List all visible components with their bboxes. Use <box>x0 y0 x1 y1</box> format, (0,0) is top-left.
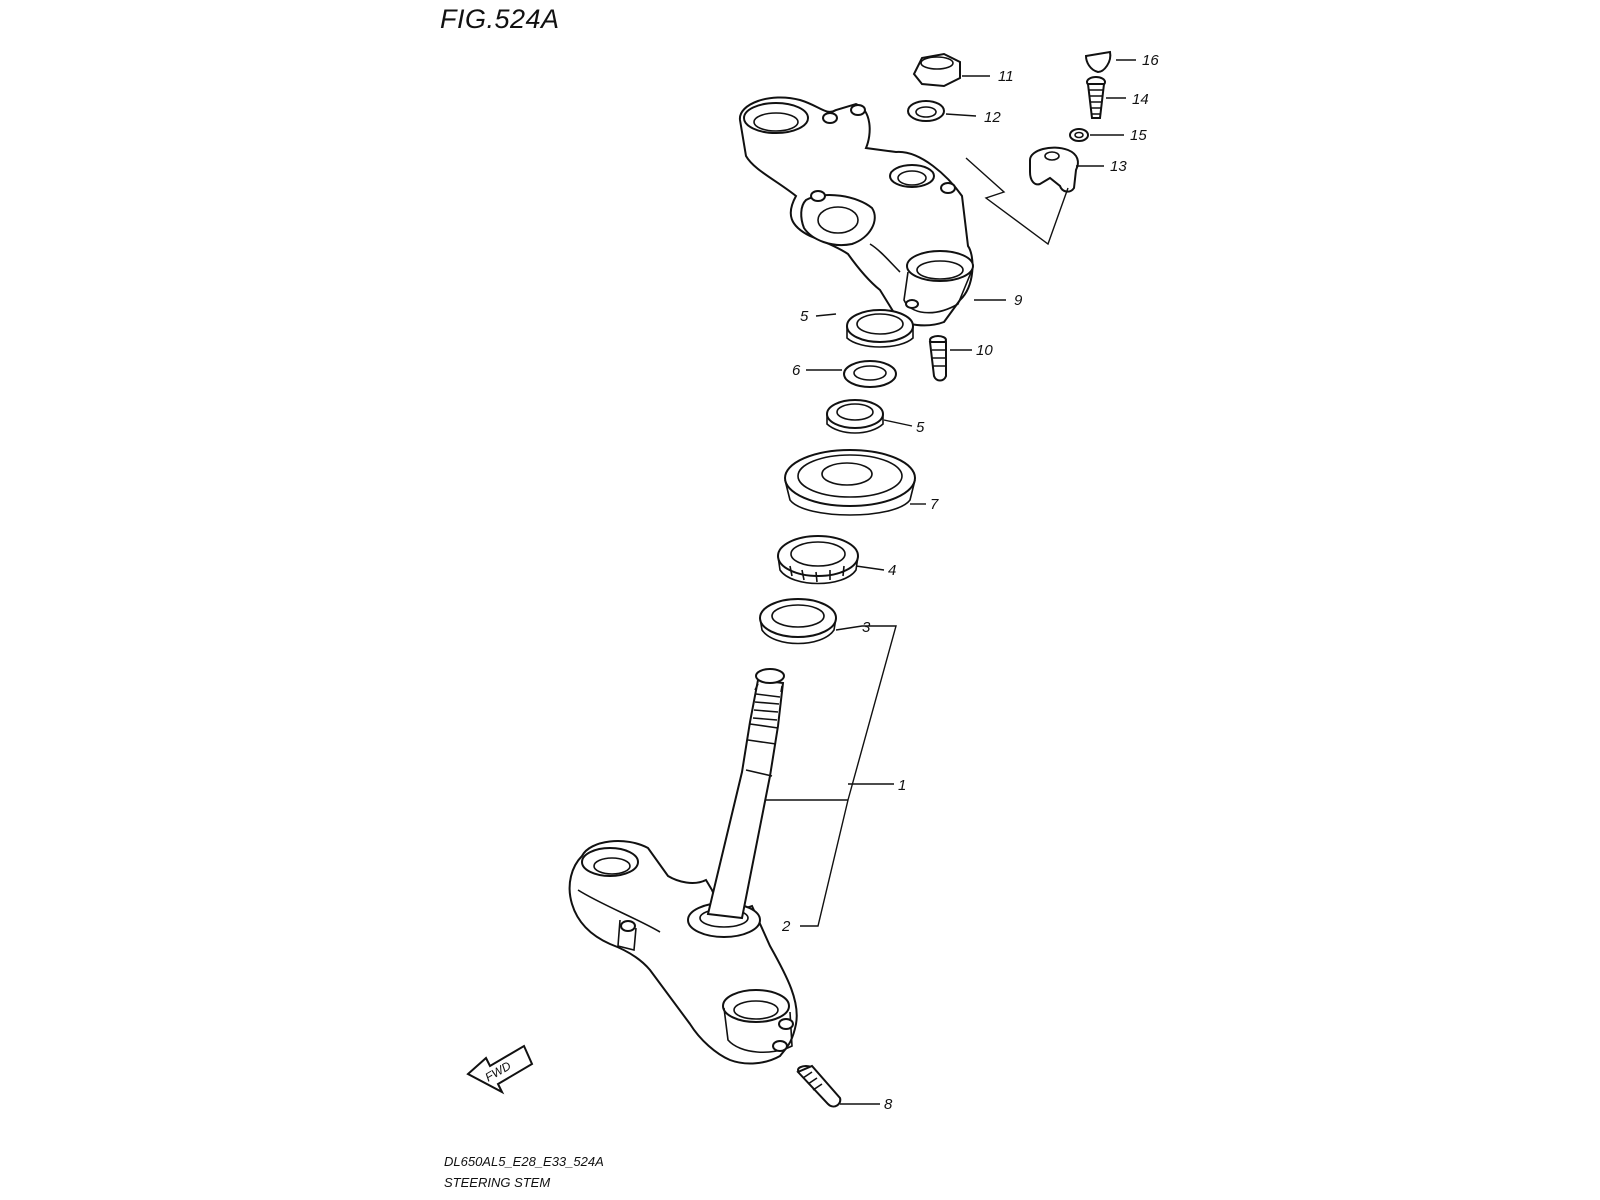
callout-4: 4 <box>888 562 896 579</box>
steering-nut-lower <box>826 399 884 434</box>
spring-washer <box>1069 128 1089 142</box>
lower-bearing <box>759 598 837 645</box>
model-code: DL650AL5_E28_E33_524A <box>444 1154 604 1169</box>
holder-zigzag-leader <box>965 157 1069 246</box>
lower-bracket-and-stem <box>568 840 798 1065</box>
steering-nut-upper <box>846 309 914 348</box>
callout-5-lower: 5 <box>916 419 925 436</box>
leader-lines <box>766 59 1136 1105</box>
washer <box>907 100 945 122</box>
clamp-bolt <box>796 1064 842 1108</box>
callout-10: 10 <box>976 342 993 359</box>
callout-15: 15 <box>1130 127 1147 144</box>
callout-8: 8 <box>884 1096 893 1113</box>
handlebar-bolt <box>1086 76 1106 119</box>
callout-12: 12 <box>984 109 1001 126</box>
lock-washer <box>843 360 897 388</box>
callout-7: 7 <box>930 496 939 513</box>
dust-seal <box>784 449 916 516</box>
callout-labels: 11 12 16 14 15 13 9 5 10 6 5 7 4 3 1 2 8 <box>781 52 1159 1113</box>
callout-13: 13 <box>1110 158 1127 175</box>
bolt-cap <box>1084 50 1112 74</box>
figure-title: FIG.524A <box>440 4 560 34</box>
upper-bracket <box>738 96 974 327</box>
fwd-arrow-icon: FWD <box>466 1044 534 1095</box>
callout-3: 3 <box>862 619 871 636</box>
callout-11: 11 <box>998 68 1014 85</box>
handlebar-holder <box>1029 146 1079 193</box>
steering-stem-shaft <box>706 668 785 920</box>
pinch-bolt <box>928 335 947 382</box>
callout-14: 14 <box>1132 91 1149 108</box>
cap-nut <box>912 52 961 88</box>
callout-1: 1 <box>898 777 906 794</box>
callout-6: 6 <box>792 362 801 379</box>
callout-2: 2 <box>781 918 791 935</box>
callout-5-upper: 5 <box>800 308 809 325</box>
callout-9: 9 <box>1014 292 1023 309</box>
callout-16: 16 <box>1142 52 1159 69</box>
upper-bearing <box>777 535 859 585</box>
section-name: STEERING STEM <box>444 1175 551 1190</box>
